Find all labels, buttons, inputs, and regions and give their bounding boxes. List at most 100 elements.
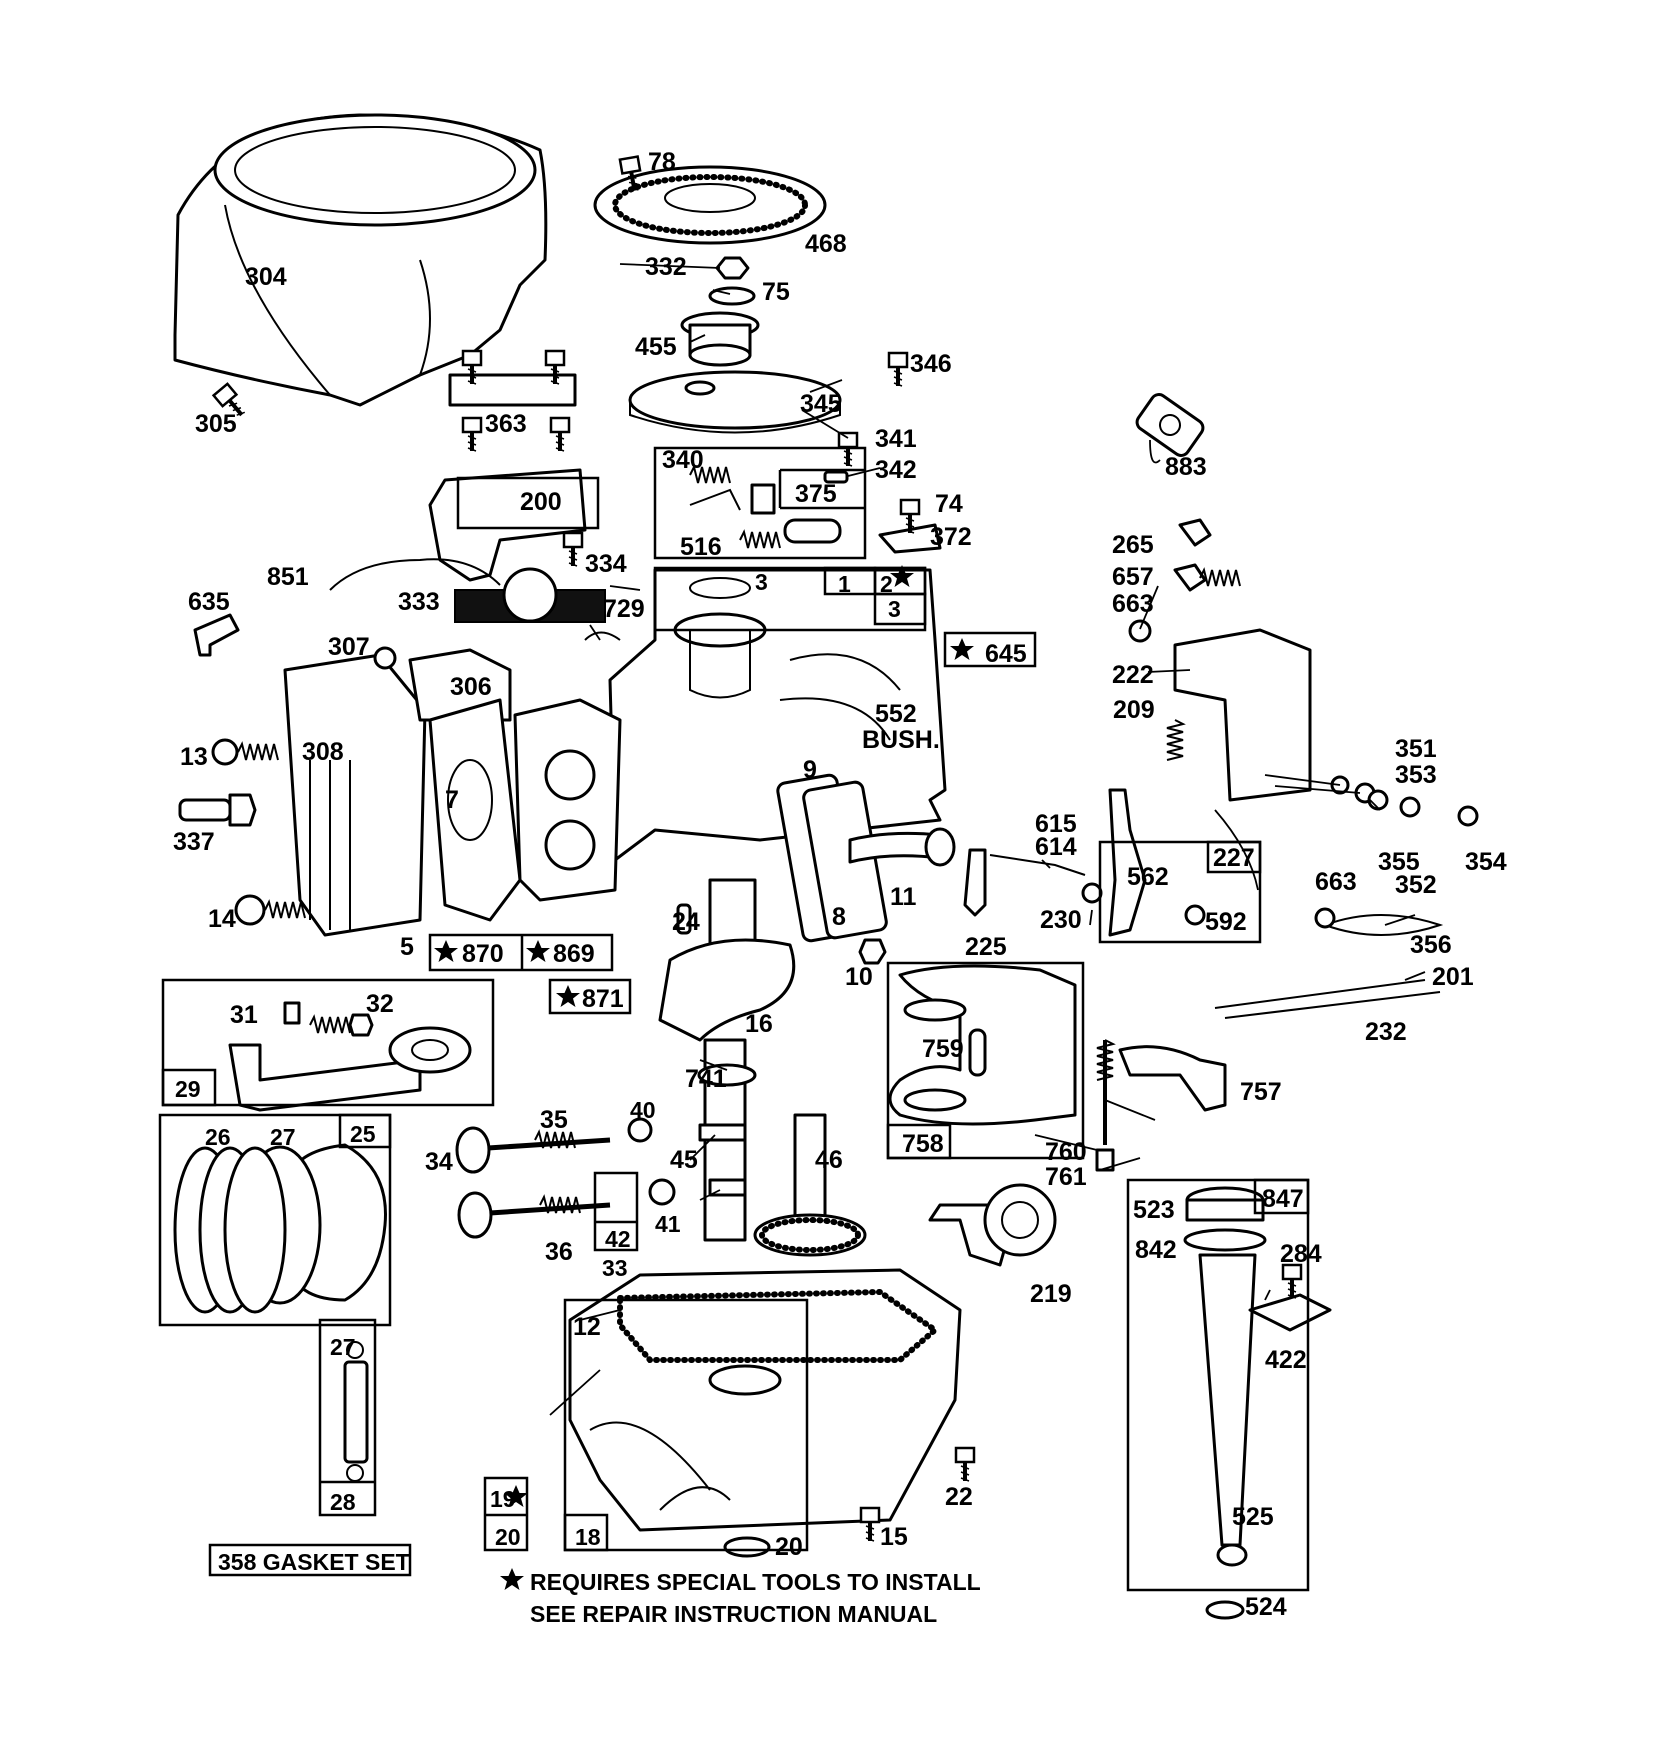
governor-bracket-222 xyxy=(1173,628,1312,802)
governor-lever-562 xyxy=(1108,788,1147,937)
stud-760 xyxy=(1095,1039,1115,1172)
part-label-p422: 422 xyxy=(1265,1346,1307,1374)
retainer-41 xyxy=(648,1178,676,1206)
screw-14 xyxy=(234,894,306,926)
part-label-p657: 657 xyxy=(1112,563,1154,591)
part-label-p304: 304 xyxy=(245,263,287,291)
camshaft-46 xyxy=(753,1113,867,1257)
part-label-p222: 222 xyxy=(1112,661,1154,689)
part-label-p614: 614 xyxy=(1035,833,1077,861)
part-label-p345: 345 xyxy=(800,390,842,418)
retainer-40 xyxy=(627,1117,653,1143)
switch-375 xyxy=(689,483,842,544)
part-label-p760: 760 xyxy=(1045,1138,1087,1166)
cylinder-block xyxy=(513,698,622,902)
box-33 xyxy=(593,1171,639,1252)
screw-22 xyxy=(954,1446,976,1483)
spring-209 xyxy=(1166,719,1184,761)
part-label-p28: 28 xyxy=(330,1489,356,1515)
connecting-rod-29 xyxy=(228,1026,472,1112)
part-label-p41: 41 xyxy=(655,1211,681,1237)
part-label-p759: 759 xyxy=(922,1035,964,1063)
starter-cup-455 xyxy=(680,311,760,367)
part-label-p14: 14 xyxy=(208,905,236,933)
screw-334 xyxy=(562,531,584,568)
gasket-set-parts xyxy=(343,1341,369,1482)
valve-34 xyxy=(455,1126,611,1174)
seal-20 xyxy=(723,1536,771,1558)
part-label-p284: 284 xyxy=(1280,1240,1322,1268)
part-label-p332: 332 xyxy=(645,253,687,281)
part-label-p78: 78 xyxy=(648,148,676,176)
box-switch-assembly xyxy=(653,446,867,560)
part-label-p883: 883 xyxy=(1165,453,1207,481)
part-label-p18: 18 xyxy=(575,1524,601,1550)
star-icon xyxy=(500,1568,524,1590)
part-label-p351: 351 xyxy=(1395,735,1437,763)
pin-24 xyxy=(676,903,692,935)
star-icon xyxy=(950,638,974,660)
part-label-p341: 341 xyxy=(875,425,917,453)
part-label-p2: 2 xyxy=(880,571,893,597)
part-label-p842: 842 xyxy=(1135,1236,1177,1264)
box-227 xyxy=(1098,840,1262,944)
part-label-p16: 16 xyxy=(745,1010,773,1038)
part-label-p516: 516 xyxy=(680,533,722,561)
nut-332 xyxy=(715,256,750,280)
part-label-p209: 209 xyxy=(1113,696,1155,724)
part-label-p219: 219 xyxy=(1030,1280,1072,1308)
part-label-p375: 375 xyxy=(795,480,837,508)
part-label-p225: 225 xyxy=(965,933,1007,961)
dipstick-847 xyxy=(1183,1186,1267,1620)
part-label-p7: 7 xyxy=(445,786,459,814)
bracket-758 xyxy=(888,964,1077,1126)
screw-346 xyxy=(887,351,909,388)
part-label-p346: 346 xyxy=(910,350,952,378)
parts-artwork xyxy=(173,113,1479,1620)
fitting-337 xyxy=(178,793,257,827)
part-label-p663a: 663 xyxy=(1112,590,1154,618)
leader-lines xyxy=(549,263,1426,1416)
part-label-p265: 265 xyxy=(1112,531,1154,559)
screw-31 xyxy=(283,1001,301,1025)
link-757 xyxy=(1118,1045,1227,1112)
part-label-p33: 33 xyxy=(602,1255,628,1281)
part-label-p757: 757 xyxy=(1240,1078,1282,1106)
part-label-p635: 635 xyxy=(188,588,230,616)
callout-boxes xyxy=(158,446,1310,1592)
part-label-p27b: 27 xyxy=(330,1334,356,1360)
screw-32 xyxy=(309,1013,374,1037)
baffle-306 xyxy=(408,648,512,722)
key-635 xyxy=(193,613,240,657)
part-label-p3b: 3 xyxy=(888,596,901,622)
screw-284 xyxy=(1281,1263,1303,1300)
star-icon xyxy=(526,940,550,962)
flywheel-468 xyxy=(593,154,827,245)
part-label-p32: 32 xyxy=(366,990,394,1018)
box-645 xyxy=(943,631,1037,668)
box-25 xyxy=(158,1113,392,1327)
part-label-p851: 851 xyxy=(267,563,309,591)
part-label-p24: 24 xyxy=(672,908,700,936)
part-label-p200: 200 xyxy=(520,488,562,516)
spring-516 xyxy=(739,531,781,549)
link-225 xyxy=(963,848,987,917)
part-label-p1: 1 xyxy=(838,571,851,597)
part-label-p29: 29 xyxy=(175,1076,201,1102)
tube-11-end xyxy=(924,827,956,867)
part-label-p22: 22 xyxy=(945,1483,973,1511)
part-label-p3a: 3 xyxy=(755,569,768,595)
gasket-883 xyxy=(1135,393,1205,457)
part-label-p870: 870 xyxy=(462,940,504,968)
plug-15 xyxy=(859,1506,881,1543)
part-label-p75: 75 xyxy=(762,278,790,306)
part-label-p42: 42 xyxy=(605,1226,631,1252)
bracket-372 xyxy=(878,523,942,554)
box-847 xyxy=(1126,1178,1310,1592)
screw-663 xyxy=(1314,907,1336,929)
part-label-p356: 356 xyxy=(1410,931,1452,959)
oil-sump-18 xyxy=(568,1268,962,1532)
part-label-p468: 468 xyxy=(805,230,847,258)
coil-333 xyxy=(454,567,606,623)
part-label-p353: 353 xyxy=(1395,761,1437,789)
